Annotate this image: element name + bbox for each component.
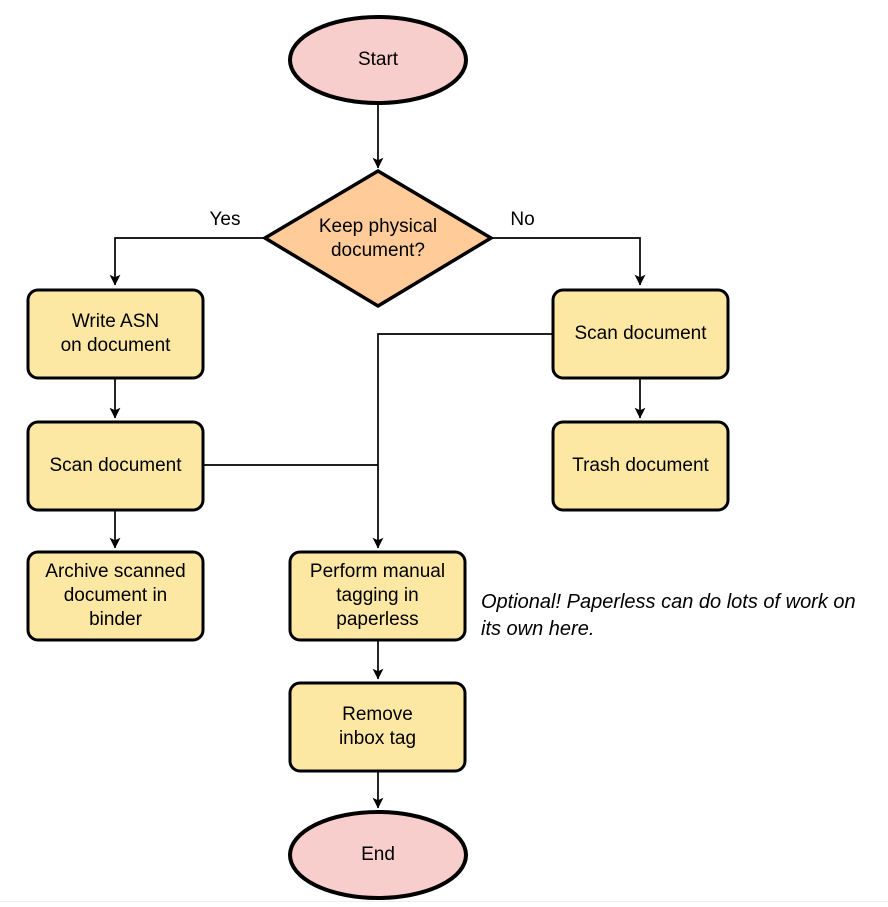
- scan-right-box-shape: [551, 288, 730, 380]
- optional-annotation: Optional! Paperless can do lots of work …: [481, 591, 856, 640]
- remove-inbox-box-shape: [288, 681, 467, 773]
- start-terminal-shape: [288, 15, 468, 105]
- edge-label-no: No: [510, 209, 535, 230]
- decision-diamond-shape: [261, 168, 495, 309]
- bottom-divider: [0, 901, 888, 902]
- trash-box-shape: [551, 420, 730, 512]
- edge-label-yes: Yes: [209, 209, 241, 230]
- end-terminal-shape: [288, 810, 468, 900]
- edge-decision-yes-to-write-asn: [109, 237, 265, 286]
- archive-box-shape: [26, 550, 205, 642]
- scan-left-box-shape: [26, 420, 205, 512]
- write-asn-box-shape: [26, 288, 205, 380]
- edge-decision-no-to-scan-right: [491, 237, 646, 286]
- tagging-box-shape: [288, 550, 467, 642]
- edge-scan-right-to-tagging: [372, 333, 553, 549]
